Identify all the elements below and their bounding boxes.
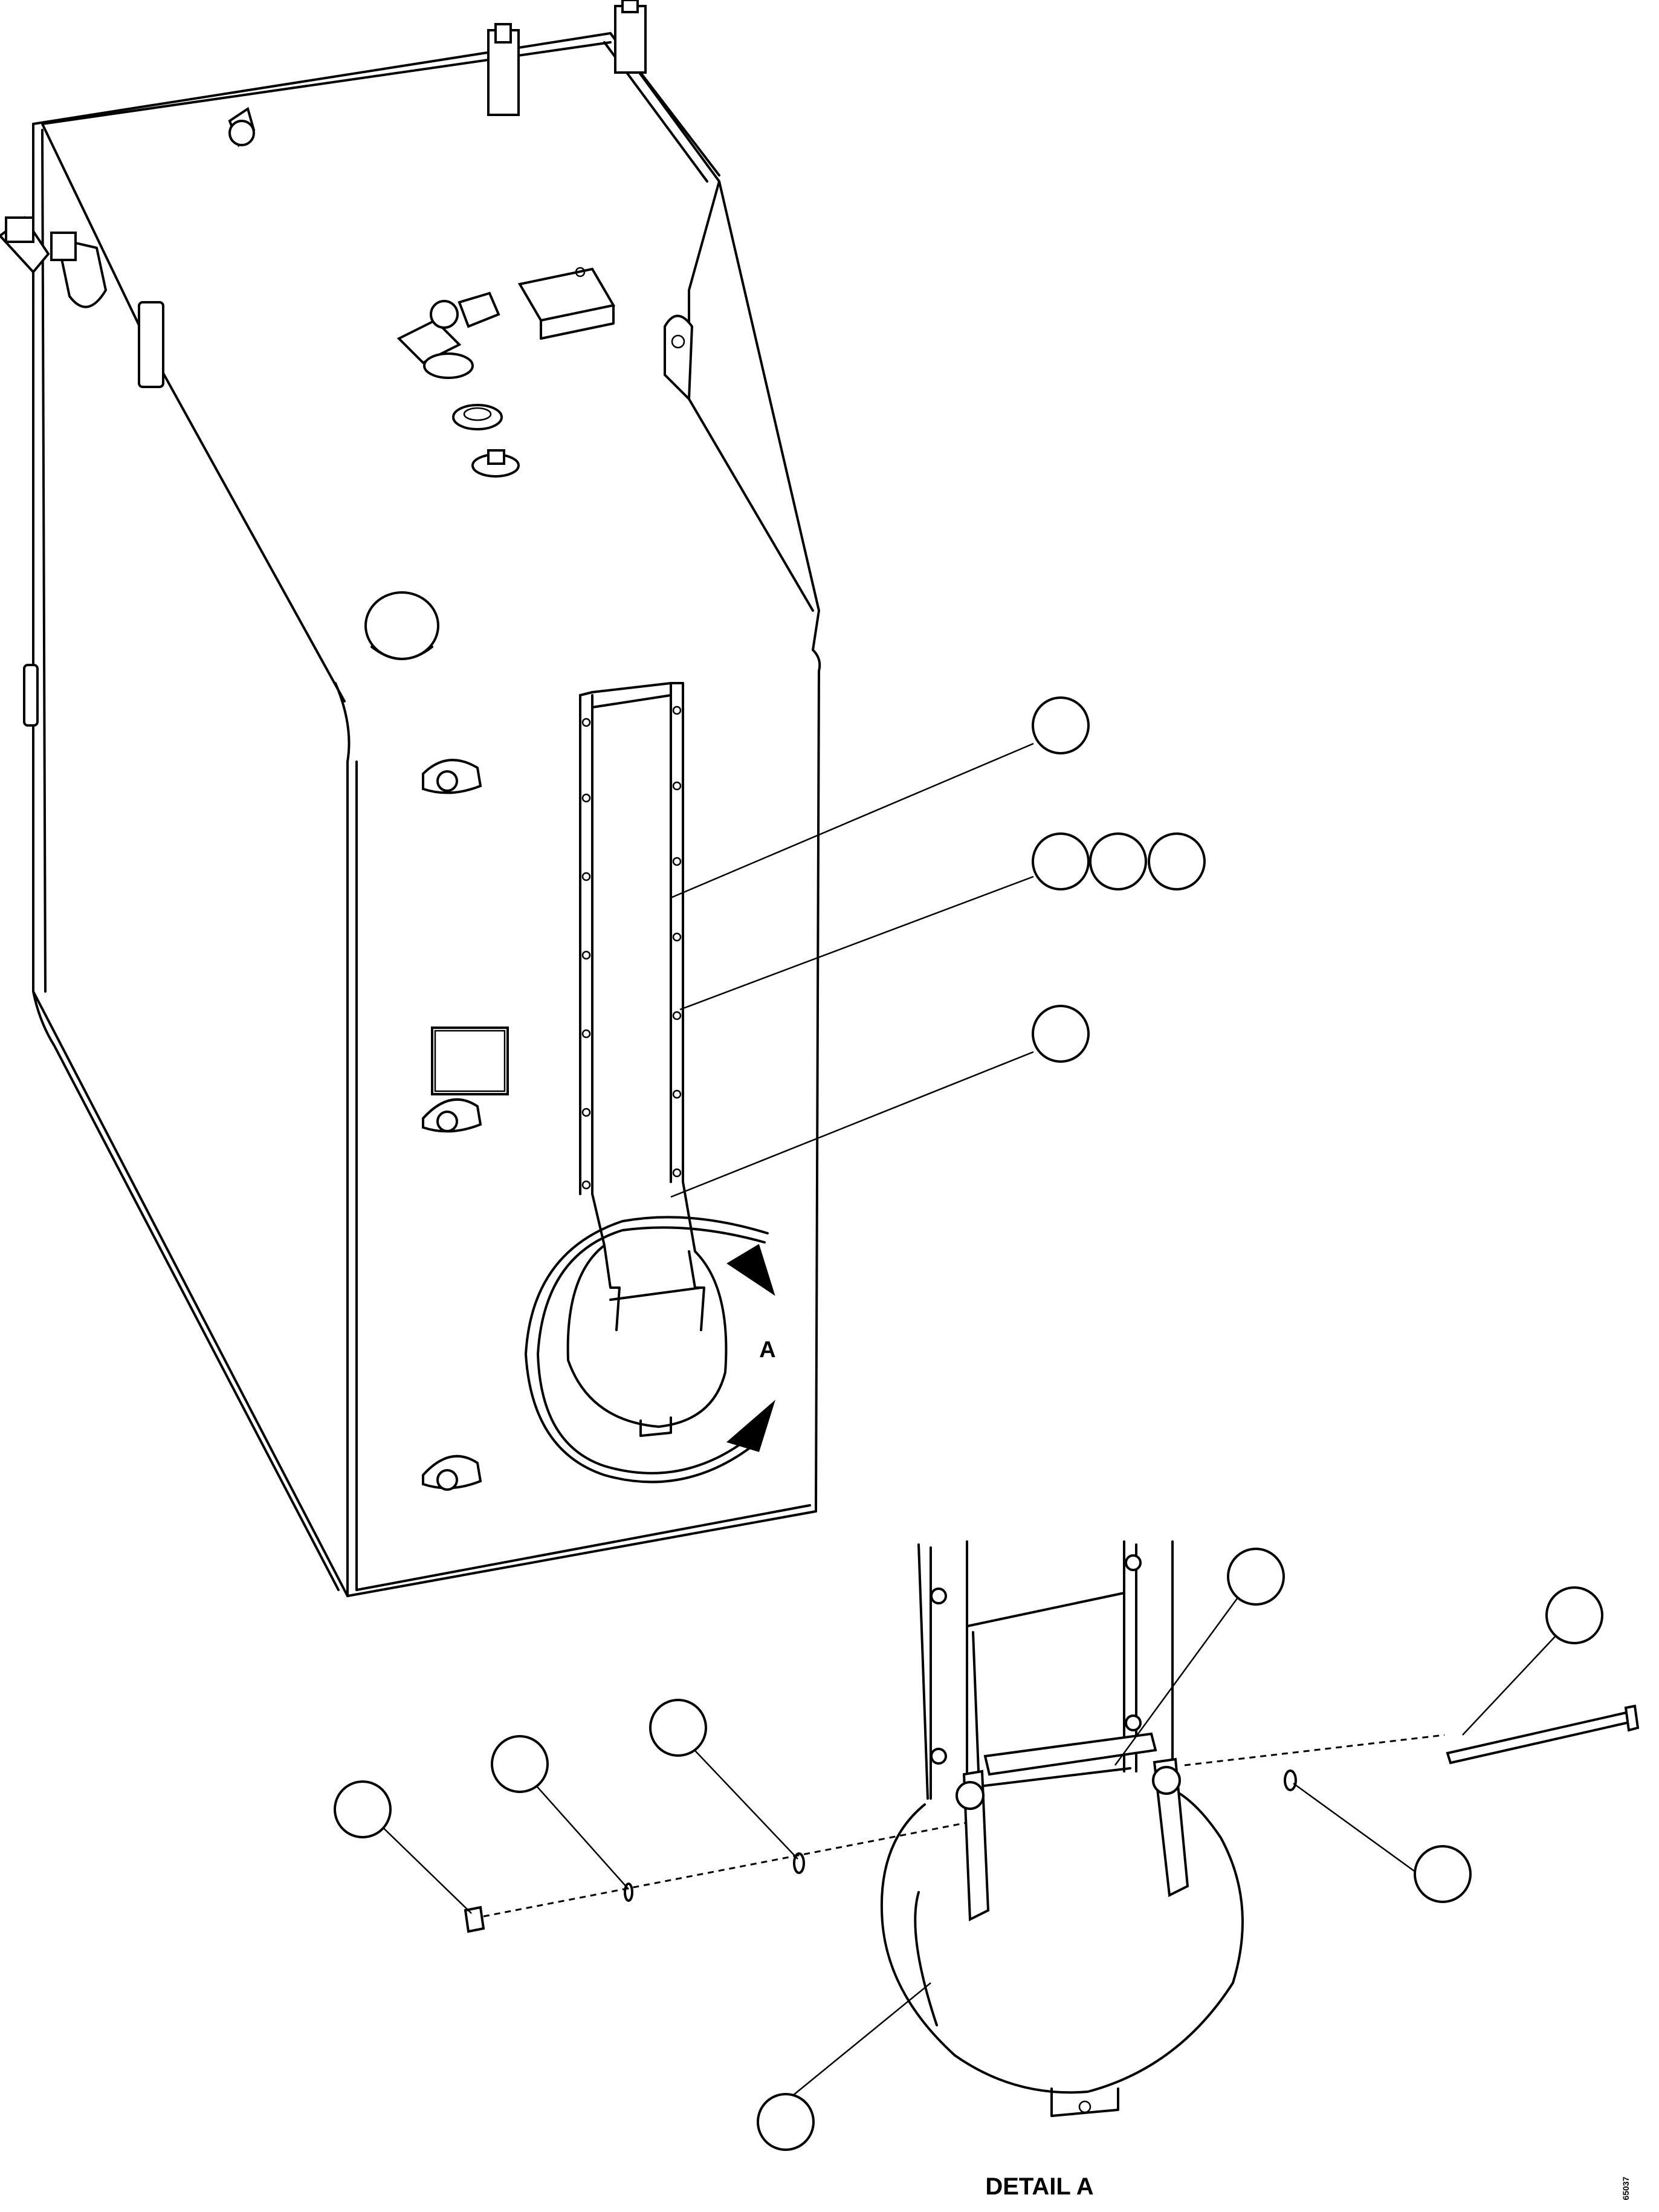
mounting-bracket-right (664, 314, 694, 402)
callout-c2c (1148, 832, 1206, 890)
detail-circle (525, 1181, 769, 1484)
callout-c1 (1032, 696, 1090, 754)
callout-c3 (1032, 1005, 1090, 1063)
detail-a-hinge-plate (880, 1788, 1244, 2117)
figure-id: 65037 (1621, 2176, 1631, 2200)
hardware-centerline (483, 1734, 1445, 1918)
mounting-bracket-top-mid (487, 0, 647, 116)
guard-channel (579, 682, 684, 1195)
cover-plate-top (517, 267, 616, 340)
leader-lines-detail (371, 1595, 1557, 2104)
callout-c2a (1032, 832, 1090, 890)
filler-cap (364, 591, 439, 660)
callout-c6 (1414, 1845, 1472, 1903)
sight-gauge-middle (422, 1098, 482, 1133)
decal-plate (431, 1027, 509, 1095)
view-letter: A (759, 1337, 775, 1363)
channel-bolts (581, 705, 682, 1190)
callout-c5 (1545, 1586, 1603, 1644)
callout-c7 (649, 1699, 707, 1757)
detail-caption: DETAIL A (985, 2173, 1093, 2200)
port-plugs (452, 404, 520, 478)
side-handle (23, 664, 39, 727)
sight-gauge-lower (422, 1455, 482, 1491)
callout-c4 (1227, 1548, 1285, 1606)
hinge-pin (983, 1732, 1157, 1776)
leader-lines-tank (670, 742, 1034, 1198)
hydraulic-tank (32, 32, 821, 1597)
sight-gauge-upper (422, 759, 482, 794)
callout-c8 (491, 1735, 549, 1793)
callout-c9 (334, 1780, 392, 1838)
elbow-fitting (228, 106, 256, 148)
callout-c2b (1089, 832, 1147, 890)
long-bolt (1446, 1704, 1640, 1765)
mounting-bracket-left (0, 216, 164, 388)
view-arrow-lower (726, 1400, 776, 1452)
detail-a-hinge-lugs (956, 1757, 1189, 1922)
view-arrow-upper (726, 1244, 775, 1296)
callout-c10 (757, 2093, 815, 2151)
breather-valve (396, 291, 500, 379)
